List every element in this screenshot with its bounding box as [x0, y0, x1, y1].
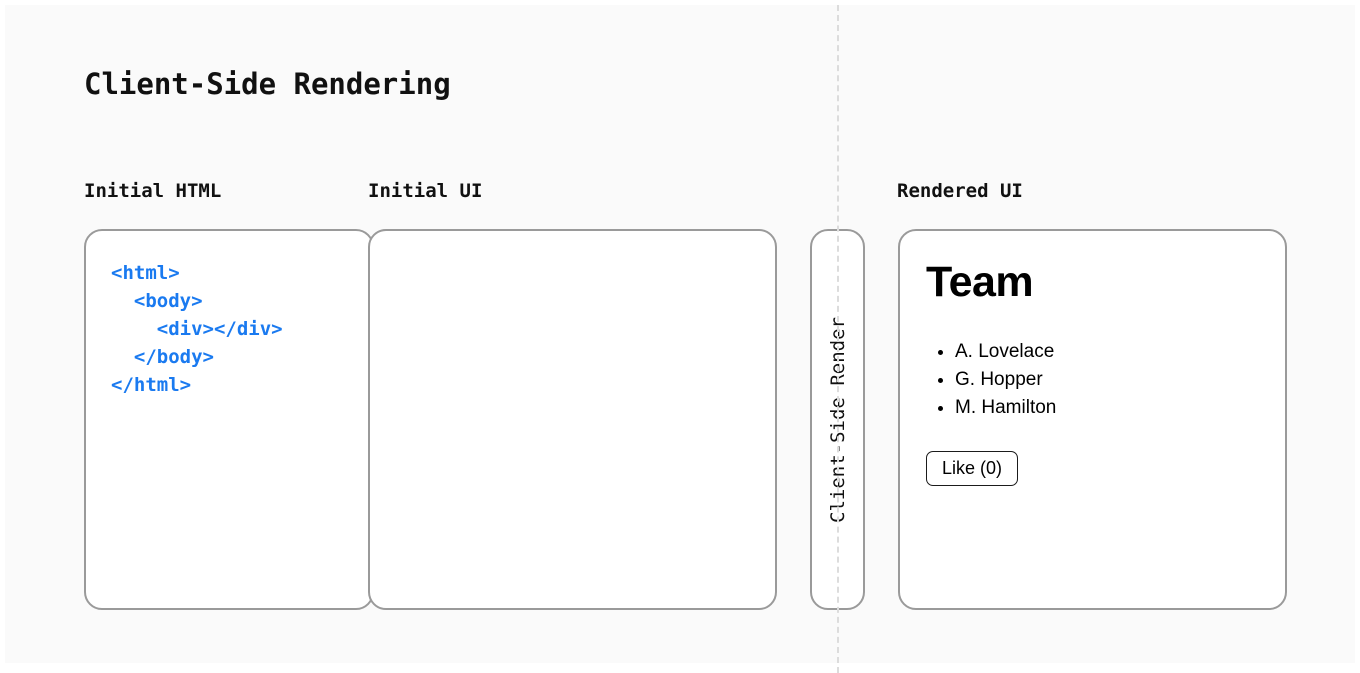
vertical-dashed-divider [837, 5, 839, 673]
column-label-initial-html: Initial HTML [84, 180, 222, 202]
panel-initial-ui [368, 229, 777, 610]
panel-initial-html: <html> <body> <div></div> </body> </html… [84, 229, 374, 610]
html-code-snippet: <html> <body> <div></div> </body> </html… [111, 262, 283, 396]
panel-rendered-ui: Team A. Lovelace G. Hopper M. Hamilton L… [898, 229, 1287, 610]
like-button[interactable]: Like (0) [926, 451, 1019, 486]
list-item: G. Hopper [955, 366, 1056, 394]
column-label-initial-ui: Initial UI [368, 180, 483, 202]
page-title: Client-Side Rendering [84, 67, 451, 101]
column-label-rendered-ui: Rendered UI [897, 180, 1023, 202]
list-item: A. Lovelace [955, 338, 1056, 366]
team-member-list: A. Lovelace G. Hopper M. Hamilton [927, 338, 1056, 422]
list-item: M. Hamilton [955, 394, 1056, 422]
rendered-ui-heading: Team [926, 258, 1034, 306]
